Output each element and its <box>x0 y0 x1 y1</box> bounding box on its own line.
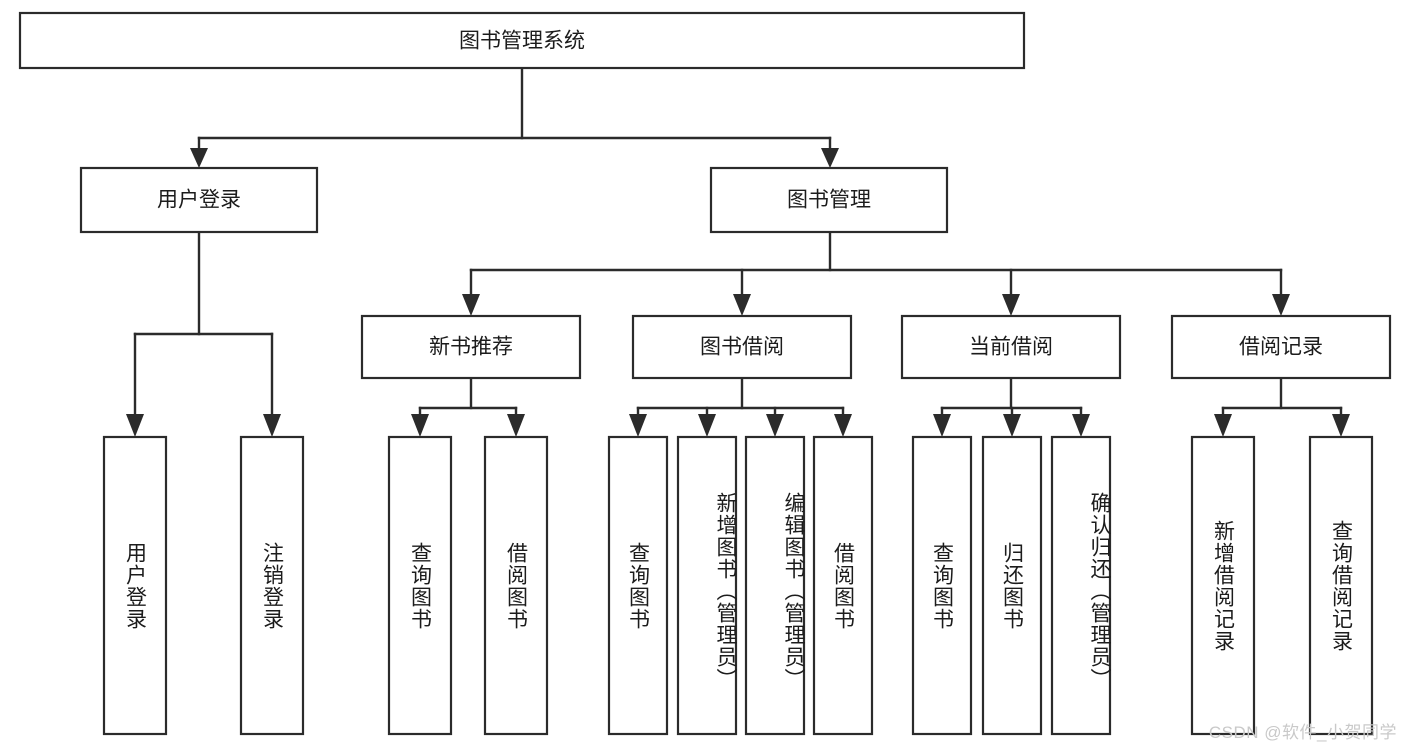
node-leaf-query-book-cb-box[interactable] <box>911 435 973 736</box>
node-leaf-confirm-return-admin-box[interactable] <box>1050 435 1112 736</box>
node-current-borrow-box[interactable] <box>900 314 1122 380</box>
node-leaf-borrow-book-bb-box[interactable] <box>812 435 874 736</box>
arrow-to-book-borrow <box>733 294 751 316</box>
node-root-label: 图书管理系统 <box>459 30 585 53</box>
node-book-borrow-box[interactable] <box>631 314 853 380</box>
node-leaf-add-book-admin-box[interactable] <box>676 435 738 736</box>
arrow-to-leaf-add-book-admin <box>698 414 716 437</box>
edges-layer <box>126 66 1350 437</box>
node-leaf-return-book-box[interactable] <box>981 435 1043 736</box>
node-root-box[interactable] <box>18 11 1026 70</box>
node-book-manage-box[interactable] <box>709 166 949 234</box>
arrow-to-leaf-confirm-return-admin <box>1072 414 1090 437</box>
csdn-watermark: CSDN @软件_小贺同学 <box>1208 723 1397 742</box>
arrow-to-leaf-query-book-bb <box>629 414 647 437</box>
node-book-borrow-label: 图书借阅 <box>700 336 784 359</box>
node-new-book-rec-label: 新书推荐 <box>429 336 513 359</box>
arrow-to-leaf-edit-book-admin <box>766 414 784 437</box>
arrow-to-leaf-borrow-book-rec <box>507 414 525 437</box>
arrow-to-leaf-user-login <box>126 414 144 437</box>
arrow-to-leaf-query-borrow-record <box>1332 414 1350 437</box>
arrow-to-user-login <box>190 148 208 168</box>
arrow-to-leaf-add-borrow-record <box>1214 414 1232 437</box>
node-user-login-label: 用户登录 <box>157 189 241 212</box>
node-leaf-query-borrow-record-box[interactable] <box>1308 435 1374 736</box>
node-borrow-record-label: 借阅记录 <box>1239 336 1323 359</box>
arrow-to-leaf-user-logout <box>263 414 281 437</box>
node-current-borrow-label: 当前借阅 <box>969 336 1053 359</box>
arrow-to-leaf-borrow-book-bb <box>834 414 852 437</box>
node-leaf-user-login-box[interactable] <box>102 435 168 736</box>
node-leaf-user-logout-box[interactable] <box>239 435 305 736</box>
arrow-to-leaf-query-book-cb <box>933 414 951 437</box>
node-book-manage-label: 图书管理 <box>787 189 871 212</box>
node-leaf-borrow-book-rec-box[interactable] <box>483 435 549 736</box>
arrow-to-leaf-return-book <box>1003 414 1021 437</box>
arrow-to-book-manage <box>821 148 839 168</box>
arrow-to-borrow-record <box>1272 294 1290 316</box>
arrow-to-current-borrow <box>1002 294 1020 316</box>
node-user-login-box[interactable] <box>79 166 319 234</box>
arrow-to-new-book-rec <box>462 294 480 316</box>
node-leaf-add-borrow-record-box[interactable] <box>1190 435 1256 736</box>
arrow-to-leaf-query-book-rec <box>411 414 429 437</box>
node-leaf-edit-book-admin-box[interactable] <box>744 435 806 736</box>
node-borrow-record-box[interactable] <box>1170 314 1392 380</box>
node-leaf-query-book-rec-box[interactable] <box>387 435 453 736</box>
nodes-layer: 图书管理系统 用户登录 图书管理 新书推荐 图书借阅 当前借阅 借阅记录 <box>18 11 1392 736</box>
node-new-book-rec-box[interactable] <box>360 314 582 380</box>
node-leaf-query-book-bb-box[interactable] <box>607 435 669 736</box>
